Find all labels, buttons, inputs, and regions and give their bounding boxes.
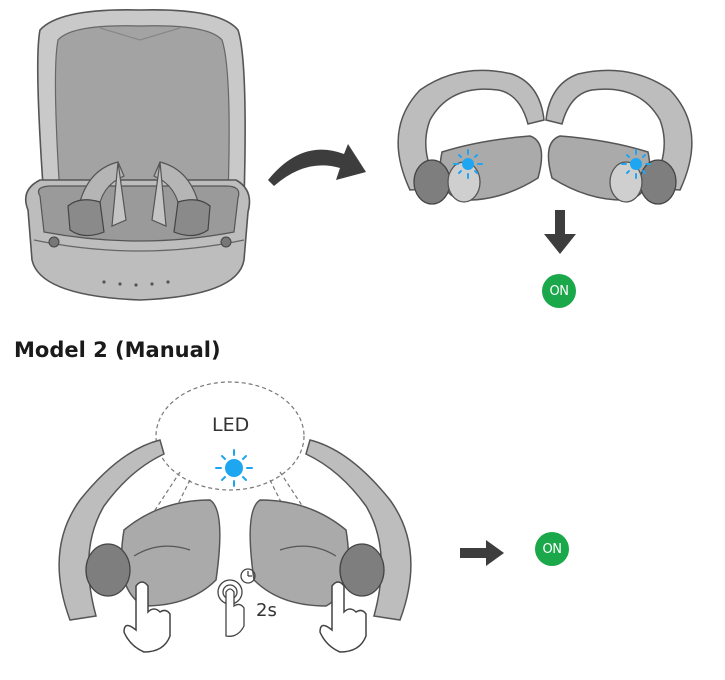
finger-touch-icon [217,579,245,637]
on-indicator-badge: ON [542,274,576,308]
manual-earbuds-illustration [58,381,412,653]
curved-arrow-icon [268,144,366,186]
led-label: LED [212,414,250,436]
right-arrow-icon [460,540,504,566]
finger-touch-icon [319,581,367,653]
clock-icon [240,568,256,584]
led-light-icon [215,449,253,487]
earbud-right-icon [249,439,412,621]
earbud-left-icon [58,439,221,621]
down-arrow-icon [544,210,576,254]
earbud-right-icon [545,69,693,205]
led-light-icon [453,149,483,179]
finger-touch-icon [123,581,171,653]
on-indicator-badge: ON [535,532,569,566]
led-light-icon [621,149,651,179]
section-heading: Model 2 (Manual) [14,338,221,362]
charging-case-icon [24,9,251,301]
hold-time-label: 2s [256,600,277,621]
earbud-left-icon [397,69,545,205]
earbuds-illustration [397,69,693,205]
